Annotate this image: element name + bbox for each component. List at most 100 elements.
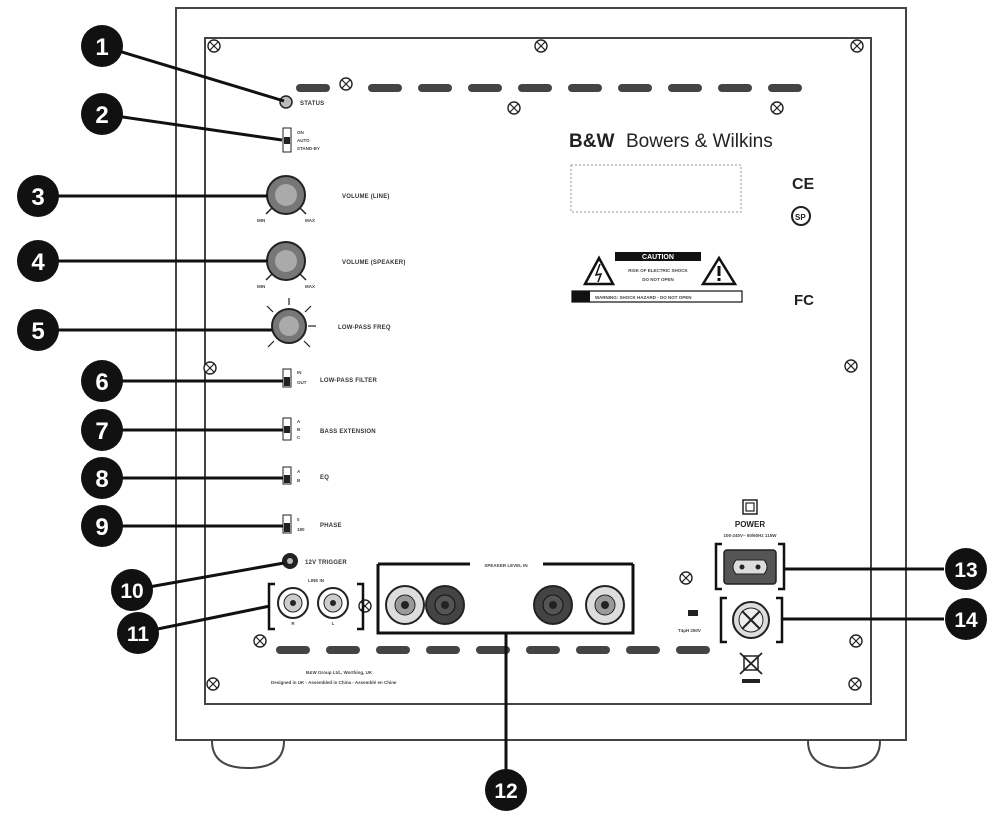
callout-2: 2 xyxy=(81,93,123,135)
svg-text:14: 14 xyxy=(954,609,978,632)
speaker-level-in-label: SPEAKER LEVEL IN xyxy=(484,563,527,568)
svg-text:5: 5 xyxy=(31,318,44,345)
svg-text:10: 10 xyxy=(120,580,143,603)
screw-icon xyxy=(253,634,267,648)
volume-speaker-knob[interactable] xyxy=(265,241,307,281)
svg-text:SP: SP xyxy=(795,213,806,222)
screw-icon xyxy=(679,571,693,585)
screw-icon xyxy=(207,39,221,53)
speaker-terminal-right-plus[interactable] xyxy=(385,585,425,625)
screw-icon xyxy=(844,359,858,373)
callout-5: 5 xyxy=(17,309,59,351)
phase-180: 180 xyxy=(297,527,305,532)
phase-label: PHASE xyxy=(320,523,342,529)
low-pass-filter-in: IN xyxy=(297,370,302,375)
callout-4: 4 xyxy=(17,240,59,282)
trigger-label: 12V TRIGGER xyxy=(305,560,347,566)
vent-slots xyxy=(276,84,802,654)
caution-label: CAUTION RISK OF ELECTRIC SHOCK DO NOT OP… xyxy=(571,252,743,303)
volume-line-label: VOLUME (LINE) xyxy=(342,194,390,200)
vent-slot xyxy=(426,646,460,654)
low-pass-filter-label: LOW-PASS FILTER xyxy=(320,378,377,384)
bass-extension-a: A xyxy=(297,419,301,424)
line-in-label: LINE IN xyxy=(308,578,324,583)
foot-right xyxy=(807,740,881,770)
bass-extension-b: B xyxy=(297,427,301,432)
low-pass-freq-label: LOW-PASS FREQ xyxy=(338,325,391,331)
svg-text:8: 8 xyxy=(95,466,108,493)
brand-logo-short: B&W xyxy=(569,131,614,152)
vent-slot xyxy=(476,646,510,654)
low-pass-filter-switch[interactable] xyxy=(282,368,292,388)
vent-slot xyxy=(418,84,452,92)
bass-extension-switch[interactable] xyxy=(282,417,292,441)
vent-slot xyxy=(676,646,710,654)
vent-slot xyxy=(768,84,802,92)
svg-text:1: 1 xyxy=(95,34,108,61)
screws xyxy=(203,39,864,691)
screw-icon xyxy=(849,634,863,648)
warning-text: WARNING: SHOCK HAZARD - DO NOT OPEN xyxy=(595,295,692,300)
callout-10: 10 xyxy=(111,569,153,611)
shock-warning-icon xyxy=(582,255,616,286)
speaker-terminal-left-minus[interactable] xyxy=(533,585,573,625)
foot-left xyxy=(211,740,285,770)
fuse-indicator-icon xyxy=(688,610,698,616)
status-led xyxy=(279,95,293,109)
speaker-terminal-right-minus[interactable] xyxy=(425,585,465,625)
phase-switch[interactable] xyxy=(282,514,292,534)
leader-1 xyxy=(101,44,285,103)
leader-11 xyxy=(137,604,271,635)
screw-icon xyxy=(770,101,784,115)
vent-slot xyxy=(368,84,402,92)
power-mode-auto: AUTO xyxy=(297,138,310,143)
line-in-right-jack[interactable] xyxy=(277,587,309,619)
volume-speaker-max: MAX xyxy=(305,284,315,289)
weee-bin-icon xyxy=(739,652,763,683)
vent-slot xyxy=(276,646,310,654)
phase-0: 0 xyxy=(297,517,300,522)
speaker-terminal-left-plus[interactable] xyxy=(585,585,625,625)
screw-icon xyxy=(206,677,220,691)
bass-extension-c: C xyxy=(297,435,301,440)
eq-switch[interactable] xyxy=(282,466,292,485)
svg-text:12: 12 xyxy=(494,780,517,803)
power-inlet-bracket xyxy=(714,542,786,591)
fuse-rating: T4µH 250V xyxy=(678,628,701,633)
csa-mark-icon: SP xyxy=(791,206,811,226)
screw-icon xyxy=(507,101,521,115)
svg-text:3: 3 xyxy=(31,184,44,211)
caution-line-2: DO NOT OPEN xyxy=(642,277,674,282)
power-mode-switch[interactable] xyxy=(282,127,292,153)
fuse-holder[interactable] xyxy=(732,601,770,639)
callout-6: 6 xyxy=(81,360,123,402)
screw-icon xyxy=(203,361,217,375)
screw-icon xyxy=(534,39,548,53)
vent-slot xyxy=(576,646,610,654)
line-in-left-jack[interactable] xyxy=(317,587,349,619)
vent-slot xyxy=(626,646,660,654)
low-pass-freq-knob[interactable] xyxy=(266,298,316,348)
volume-line-min: MIN xyxy=(257,218,265,223)
callout-3: 3 xyxy=(17,175,59,217)
fcc-mark: FC xyxy=(794,292,814,309)
trigger-jack[interactable] xyxy=(282,553,298,569)
volume-speaker-min: MIN xyxy=(257,284,265,289)
power-mode-standby: STAND-BY xyxy=(297,146,320,151)
svg-text:2: 2 xyxy=(95,102,108,129)
line-in-r: R xyxy=(291,621,295,626)
screw-icon xyxy=(848,677,862,691)
volume-line-knob[interactable] xyxy=(265,175,307,215)
line-in-l: L xyxy=(332,621,335,626)
caution-line-1: RISK OF ELECTRIC SHOCK xyxy=(628,268,688,273)
vent-slot xyxy=(526,646,560,654)
vent-slot xyxy=(296,84,330,92)
callout-leaders xyxy=(38,44,944,776)
callout-11: 11 xyxy=(117,612,159,654)
screw-icon xyxy=(358,599,372,613)
power-inlet-socket[interactable] xyxy=(723,549,777,585)
svg-text:7: 7 xyxy=(95,418,108,445)
svg-text:6: 6 xyxy=(95,369,108,396)
serial-label-area xyxy=(570,164,742,213)
